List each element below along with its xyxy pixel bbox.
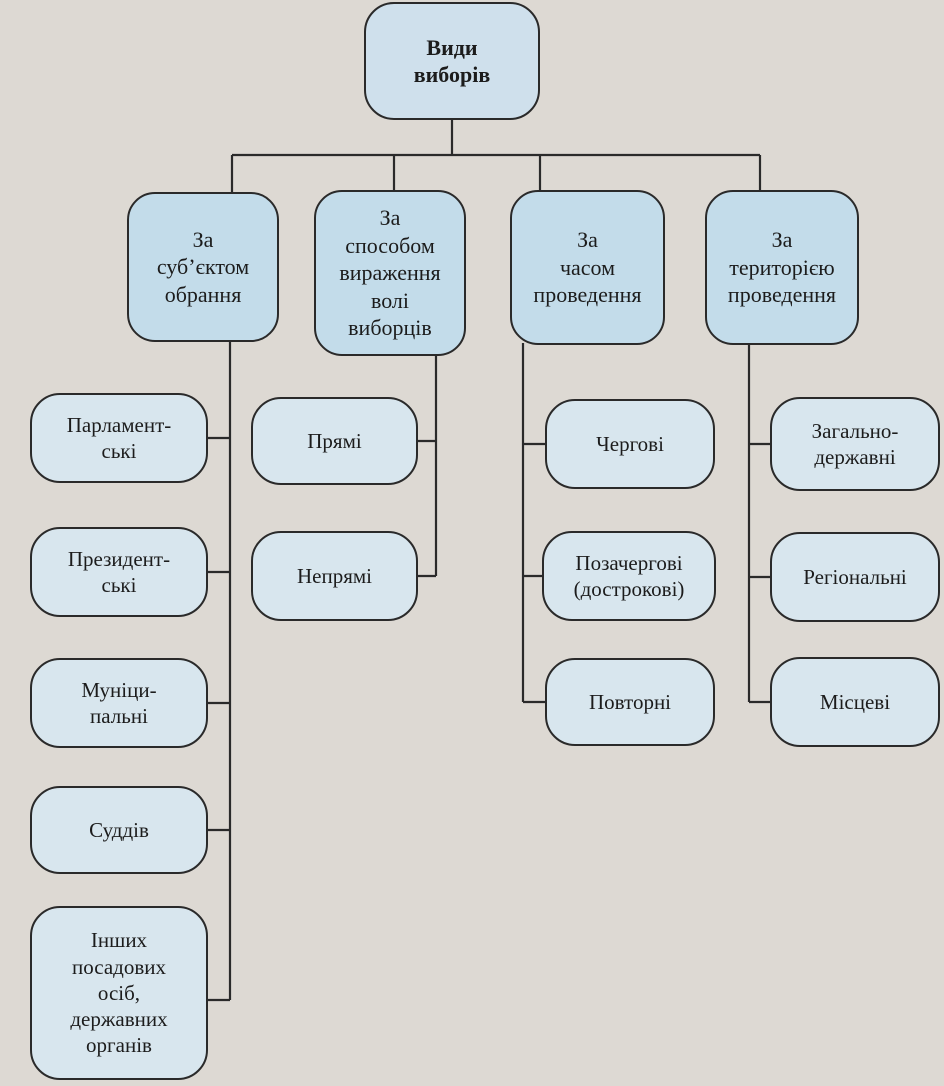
leaf-node-judges: Суддів — [30, 786, 208, 874]
leaf-node-direct: Прямі — [251, 397, 418, 485]
leaf-node-presidential: Президент- ські — [30, 527, 208, 617]
leaf-node-other-officials: Інших посадових осіб, державних органів — [30, 906, 208, 1080]
leaf-node-repeated: Повторні — [545, 658, 715, 746]
leaf-node-local: Місцеві — [770, 657, 940, 747]
category-node-subject: За суб’єктом обрання — [127, 192, 279, 342]
leaf-node-regional: Регіональні — [770, 532, 940, 622]
category-node-territory: За територією проведення — [705, 190, 859, 345]
leaf-node-extraordinary: Позачергові (дострокові) — [542, 531, 716, 621]
leaf-node-municipal: Муніци- пальні — [30, 658, 208, 748]
leaf-node-national: Загально- державні — [770, 397, 940, 491]
category-node-method: За способом вираження волі виборців — [314, 190, 466, 356]
leaf-node-indirect: Непрямі — [251, 531, 418, 621]
category-node-time: За часом проведення — [510, 190, 665, 345]
leaf-node-regular: Чергові — [545, 399, 715, 489]
root-node: Види виборів — [364, 2, 540, 120]
leaf-node-parliamentary: Парламент- ські — [30, 393, 208, 483]
